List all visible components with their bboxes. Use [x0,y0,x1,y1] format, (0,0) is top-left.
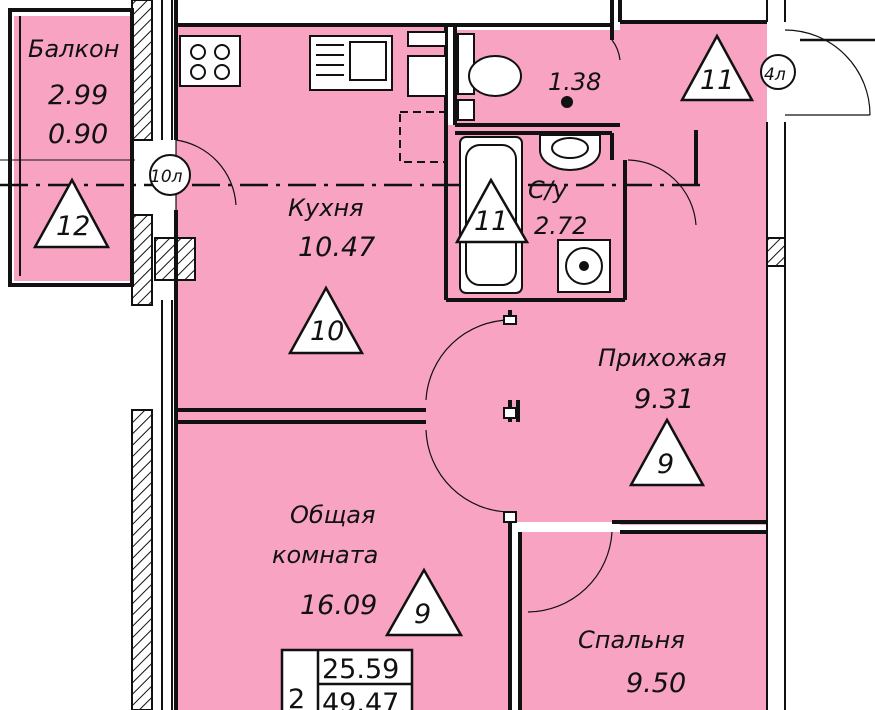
room-labels: Балкон 2.99 0.90 1.38 Кухня 10.47 С/у 2.… [28,35,727,699]
bathroom-area: 2.72 [534,212,587,240]
bathroom-name: С/у [528,176,568,204]
mark-triangle-bathroom [454,177,530,244]
mark-balcony: 12 [56,211,90,242]
mark-triangle-hall [628,417,706,487]
exterior-wall [131,0,196,710]
balcony-area: 2.99 [48,80,108,111]
living-area: 16.09 [300,590,377,621]
mark-wc: 11 [700,65,734,96]
mark-numbers: 12 10 11 11 9 9 [56,65,734,630]
mark-triangle-balcony [32,177,111,249]
mark-living: 9 [414,599,431,630]
right-wall [766,0,786,710]
riser-markers: 10л 4л [149,54,796,196]
mark-hall: 9 [657,449,674,480]
bedroom-fill [520,532,767,710]
total-area: 49.47 [322,688,399,710]
mark-triangles [32,33,755,637]
wall-fragments [407,31,517,523]
mark-triangle-kitchen [287,285,365,355]
riser-wc-label: 4л [764,65,786,85]
riser-kitchen-label: 10л [150,167,183,187]
mark-triangle-living [384,567,464,637]
hall-area: 9.31 [634,384,694,415]
living-area-total: 25.59 [322,654,399,685]
living-name-line1: Общая [290,501,375,529]
wc-fixtures [457,33,573,121]
washbasin-icon [539,134,601,171]
rooms-count: 2 [288,684,305,710]
wc-area: 1.38 [548,68,601,96]
riser-dot [561,96,573,108]
balcony-name: Балкон [28,35,119,63]
doors [175,29,871,613]
interior-walls [174,0,767,710]
mark-bathroom: 11 [474,206,508,237]
balcony-coef: 0.90 [48,119,108,150]
hall-name: Прихожая [598,344,727,372]
balcony-walls [8,8,134,287]
bedroom-name: Спальня [578,626,685,654]
toilet-icon [468,55,522,97]
kitchen-area: 10.47 [298,232,375,263]
apartment-summary: 2 25.59 49.47 [280,648,414,710]
mark-triangle-wc [679,33,755,102]
mark-kitchen: 10 [310,316,344,347]
stove-icon [179,35,241,87]
bedroom-area: 9.50 [626,668,686,699]
corridor-top-fill [620,22,767,127]
living-name-line2: комната [272,541,378,569]
kitchen-name: Кухня [288,194,364,222]
